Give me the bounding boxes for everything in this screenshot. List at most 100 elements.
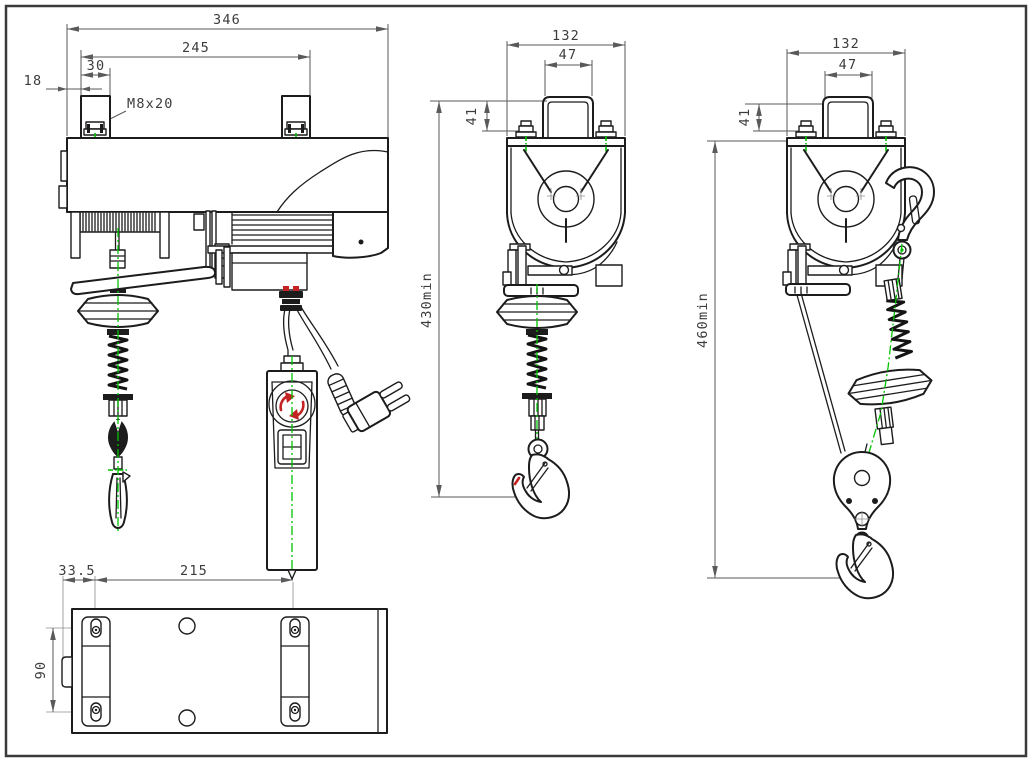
tackle-dimension-annotations: 132 47 41 460min — [695, 36, 906, 579]
gland-red-band — [293, 286, 299, 291]
rib-strut — [523, 149, 552, 193]
power-cord — [282, 306, 411, 433]
rope-guide-base — [503, 284, 579, 297]
housing-bolt — [595, 120, 617, 138]
motor-cooling-fins — [207, 211, 389, 259]
hook-body-front — [511, 453, 570, 520]
side-snap-hook — [885, 166, 935, 260]
dim-handle-height: 41 — [737, 108, 753, 127]
rigging-centerline — [867, 243, 903, 457]
block-rivet — [872, 498, 878, 504]
buffer-spring-front — [526, 333, 548, 390]
bracket-bolt-left — [83, 121, 107, 136]
dim-hook-min: 430min — [419, 272, 435, 328]
dim-handle-height: 41 — [464, 107, 480, 126]
limit-ball-tackle — [847, 368, 933, 406]
dim-handle-width: 47 — [559, 47, 578, 63]
tackle-rigging — [796, 243, 933, 600]
pulley-block — [832, 451, 892, 547]
dim-edge-to-slot: 33.5 — [58, 563, 95, 579]
view-front-double-fall: 132 47 41 460min — [695, 36, 935, 600]
front-dimension-annotations: 132 47 41 430min — [419, 28, 626, 498]
power-plug — [342, 381, 411, 433]
hoist-housing-side — [66, 137, 389, 213]
buffer-spring-tackle — [883, 277, 913, 360]
buffer-spring-side — [107, 334, 129, 391]
rib-strut — [580, 149, 609, 193]
limit-switch-mount — [502, 243, 573, 286]
dim-edge-offset: 18 — [24, 73, 43, 89]
housing-bolt — [875, 120, 897, 138]
hook-latch-side — [122, 471, 131, 483]
control-box — [215, 246, 308, 311]
drum-flange-left — [70, 211, 81, 259]
drawing-border — [4, 4, 1028, 758]
drum-hub — [832, 185, 860, 213]
gland-red-band — [283, 286, 289, 291]
hook-side-profile — [108, 418, 131, 529]
block-side-plate — [832, 451, 892, 530]
hook-body-tackle — [835, 533, 894, 600]
side-dimension-annotations: 346 245 30 18 M8x20 — [24, 12, 389, 150]
housing-top-bar — [786, 137, 906, 147]
snap-hook-gate — [908, 195, 921, 225]
dim-handle-width: 47 — [839, 57, 858, 73]
hook-tip-mark — [513, 476, 521, 486]
block-top-hole — [853, 469, 871, 487]
housing-cover-seam — [276, 149, 389, 213]
housing-left-boss — [58, 185, 68, 209]
dim-arrow — [81, 86, 90, 92]
lever-arm — [70, 265, 217, 296]
snap-hook-pivot — [896, 223, 906, 233]
housing-top-bar — [506, 137, 626, 147]
front-hook-assembly — [496, 284, 578, 520]
dim-bracket-span: 245 — [182, 40, 210, 56]
rope-ferrule-tackle — [874, 406, 895, 446]
rope-exit-hole — [178, 617, 196, 635]
pendant-tip — [287, 569, 297, 580]
rope-exit-hole — [178, 709, 196, 727]
dim-hook-min: 460min — [695, 292, 711, 348]
housing-bolt — [515, 120, 537, 138]
side-hoist-body — [58, 95, 411, 580]
limit-switch-mount — [782, 243, 853, 286]
cable-gland — [279, 291, 303, 311]
dim-slot-rows: 90 — [33, 661, 49, 680]
drum-hub — [552, 185, 580, 213]
drum-flange-right — [159, 211, 170, 259]
carry-handle — [822, 96, 874, 139]
housing-sides — [506, 145, 626, 214]
rope-guide-base — [785, 283, 851, 296]
spring-stop-plate — [522, 393, 552, 399]
view-side-elevation: 346 245 30 18 M8x20 — [24, 12, 411, 580]
tackle-hook — [835, 533, 894, 600]
dim-arrow — [58, 86, 67, 92]
view-mounting-plan: 33.5 215 90 — [33, 563, 388, 734]
plug-pin — [379, 381, 403, 399]
dim-overall-width: 346 — [213, 12, 241, 28]
dim-slot-span: 215 — [180, 563, 208, 579]
housing-bolt — [795, 120, 817, 138]
mounting-plate-right — [280, 616, 310, 727]
dim-bracket-width: 30 — [87, 58, 106, 74]
estop-arrow-head — [285, 392, 295, 403]
carry-handle — [542, 96, 594, 139]
dim-width: 132 — [832, 36, 860, 52]
hook-safety-latch — [850, 542, 873, 572]
wire-rope-fall-left — [796, 292, 846, 454]
bolt-spec-label: M8x20 — [127, 96, 174, 112]
dim-width: 132 — [552, 28, 580, 44]
cover-screw — [358, 239, 364, 245]
housing-corner-tab — [595, 264, 623, 287]
housing-left-boss — [60, 150, 68, 182]
tackle-hoist-body — [782, 96, 935, 296]
block-rivet — [846, 498, 852, 504]
base-footprint — [71, 608, 388, 734]
estop-arrow-head — [289, 409, 299, 420]
rib-strut — [860, 149, 889, 193]
pendant-control — [266, 355, 318, 580]
plan-base-outline — [61, 608, 388, 734]
extension-lines — [707, 49, 906, 579]
